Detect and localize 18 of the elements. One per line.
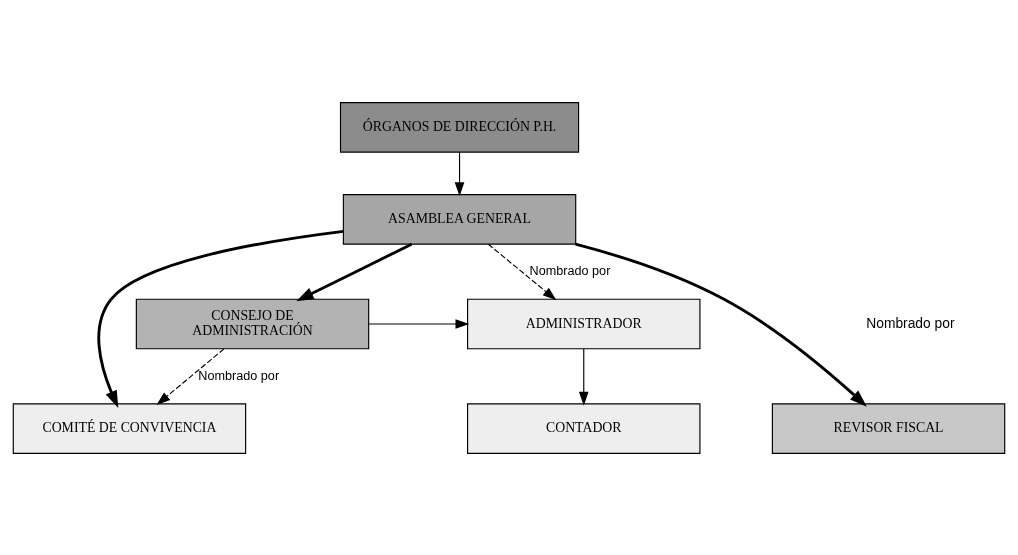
node-box: CONTADOR — [467, 402, 701, 454]
arrow — [454, 151, 465, 196]
arrow — [578, 347, 589, 406]
edge-label: Nombrado por — [529, 263, 611, 278]
arrow — [575, 242, 867, 407]
node-box: ADMINISTRADOR — [467, 298, 701, 349]
node-box: COMITÉ DE CONVIVENCIA — [12, 402, 247, 454]
arrow — [156, 347, 225, 405]
node-box: ASAMBLEA GENERAL — [342, 193, 577, 245]
node-box: ÓRGANOS DE DIRECCIÓN P.H. — [339, 101, 580, 153]
label: Nombrado por — [866, 315, 955, 331]
node-box: CONSEJO DE ADMINISTRACIÓN — [135, 298, 370, 349]
arrow — [296, 242, 413, 301]
node-box: REVISOR FISCAL — [771, 402, 1006, 454]
arrow — [97, 229, 344, 408]
edge-label: Nombrado por — [198, 368, 280, 383]
arrow — [487, 243, 557, 300]
arrow — [368, 318, 470, 329]
